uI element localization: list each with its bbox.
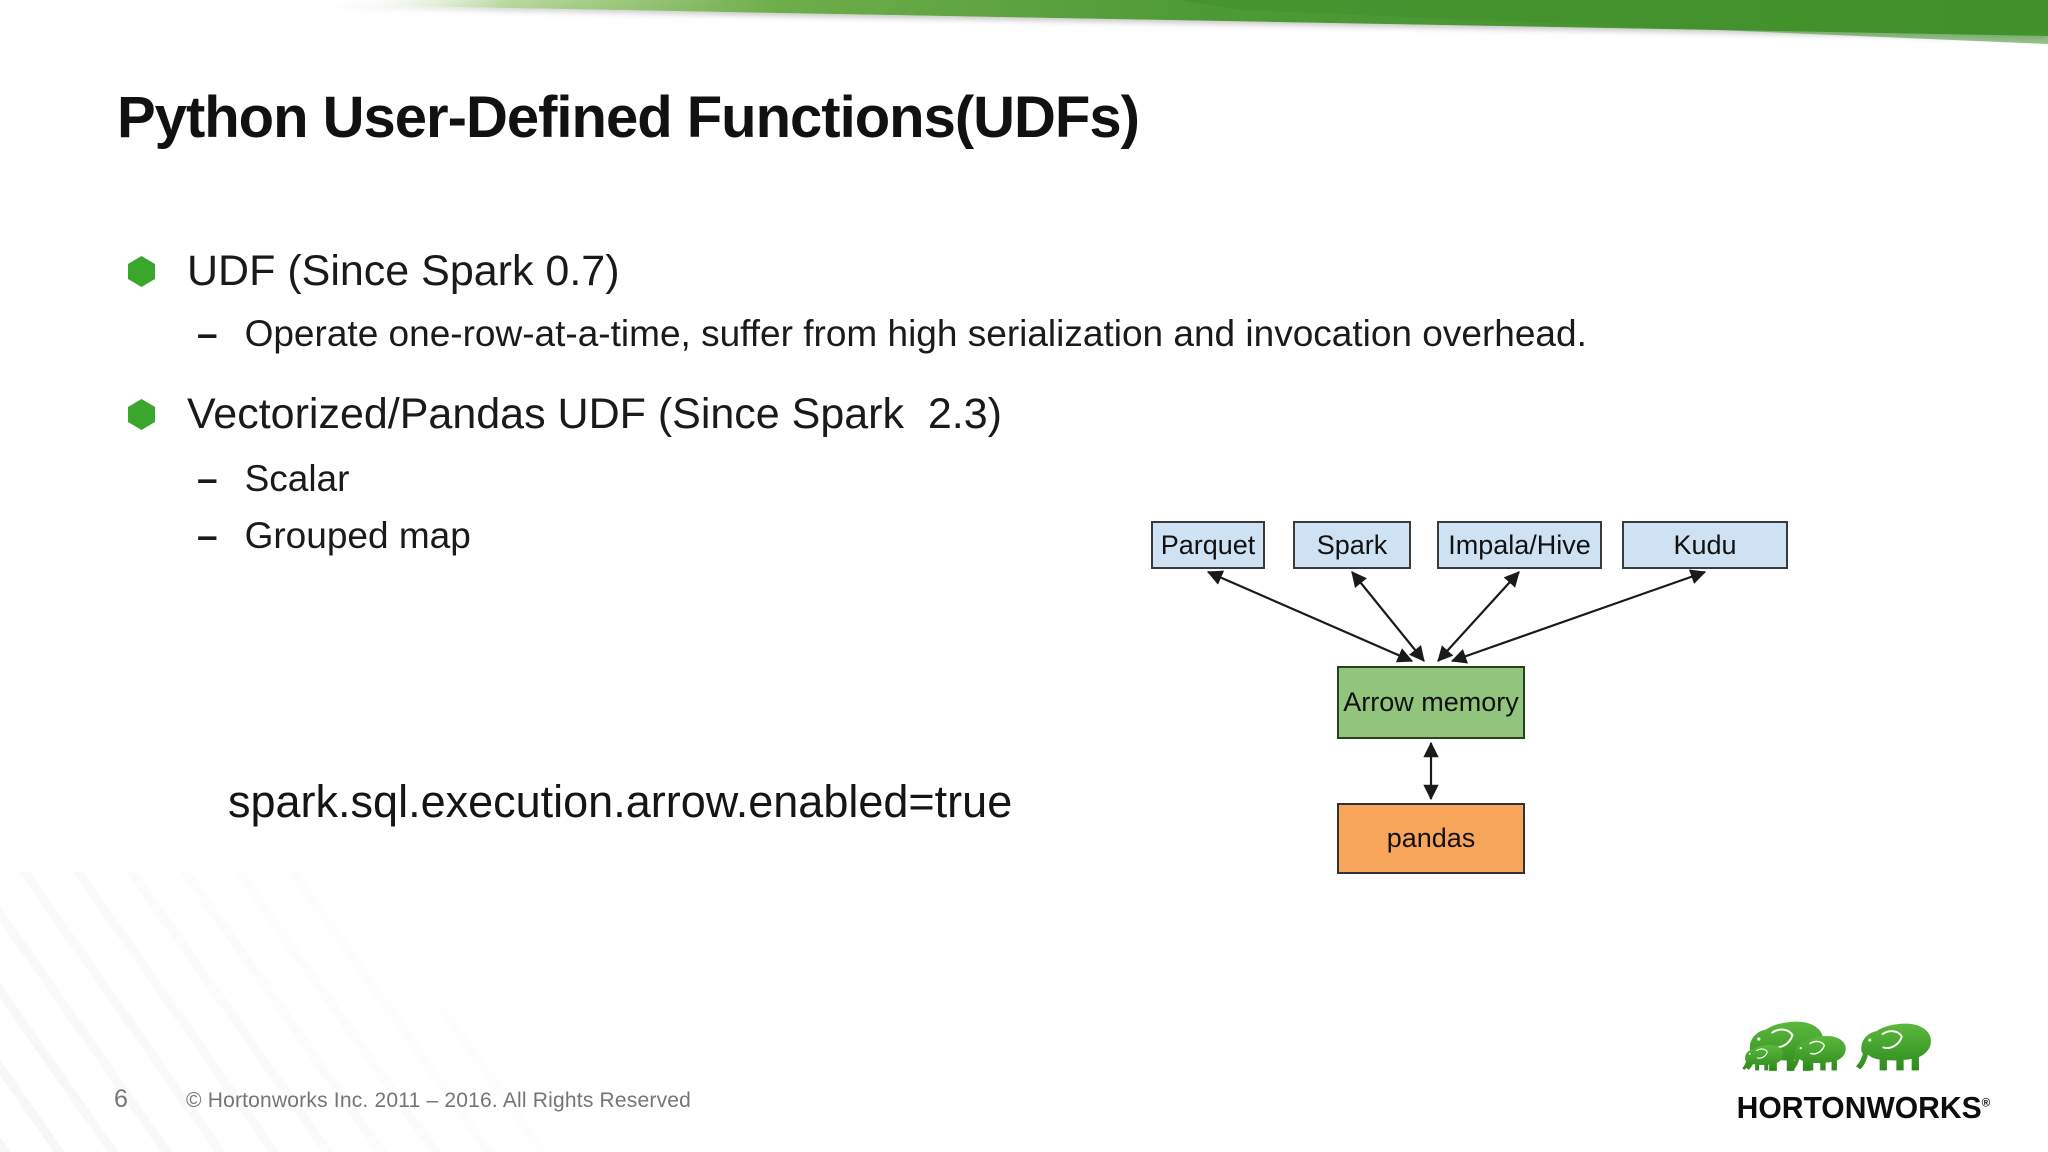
hexagon-bullet-icon [128,256,155,287]
diagram-box-impala-hive: Impala/Hive [1437,521,1602,569]
hexagon-bullet-icon [128,399,155,430]
sub-bullet-grouped-map: – Grouped map [197,515,471,557]
dash-bullet-icon: – [197,515,218,556]
wordmark-text: HORTONWORKS [1736,1090,1982,1125]
spark-config-text: spark.sql.execution.arrow.enabled=true [228,776,1013,827]
diagram-box-label: Spark [1316,529,1388,560]
hortonworks-wordmark: HORTONWORKS® [1737,1090,1991,1126]
page-title: Python User-Defined Functions(UDFs) [117,85,1140,150]
diagram-box-label: Impala/Hive [1448,529,1591,560]
copyright-text: © Hortonworks Inc. 2011 – 2016. All Righ… [186,1089,692,1112]
hortonworks-logo: HORTONWORKS® [1733,1014,1991,1126]
diagram-box-label: Kudu [1673,529,1737,560]
diagram-box-spark: Spark [1293,521,1411,569]
diagram-box-label: Arrow memory [1343,687,1519,717]
dash-bullet-icon: – [197,458,218,499]
bullet-label: UDF (Since Spark 0.7) [187,247,620,295]
diagram-box-pandas: pandas [1337,803,1525,874]
bullet-item-vectorized-udf: Vectorized/Pandas UDF (Since Spark 2.3) [128,390,1002,439]
sub-bullet-label: Grouped map [244,515,471,556]
diagram-box-label: Parquet [1160,529,1256,560]
bullet-label: Vectorized/Pandas UDF (Since Spark 2.3) [187,390,1002,438]
background-texture [0,872,680,1152]
dash-bullet-icon: – [197,313,218,354]
diagram-box-kudu: Kudu [1622,521,1788,569]
registered-mark: ® [1981,1095,1991,1110]
top-green-swoosh [170,0,2048,44]
elephants-icon [1741,1021,1932,1072]
bullet-item-udf: UDF (Since Spark 0.7) [128,247,620,296]
diagram-box-arrow-memory: Arrow memory [1337,666,1525,739]
sub-bullet-label: Scalar [244,458,350,499]
sub-bullet-scalar: – Scalar [197,458,349,500]
sub-bullet-overhead: – Operate one-row-at-a-time, suffer from… [197,313,1587,355]
sub-bullet-label: Operate one-row-at-a-time, suffer from h… [244,313,1587,354]
diagram-box-label: pandas [1386,823,1476,853]
page-number: 6 [114,1085,128,1113]
diagram-box-parquet: Parquet [1151,521,1265,569]
